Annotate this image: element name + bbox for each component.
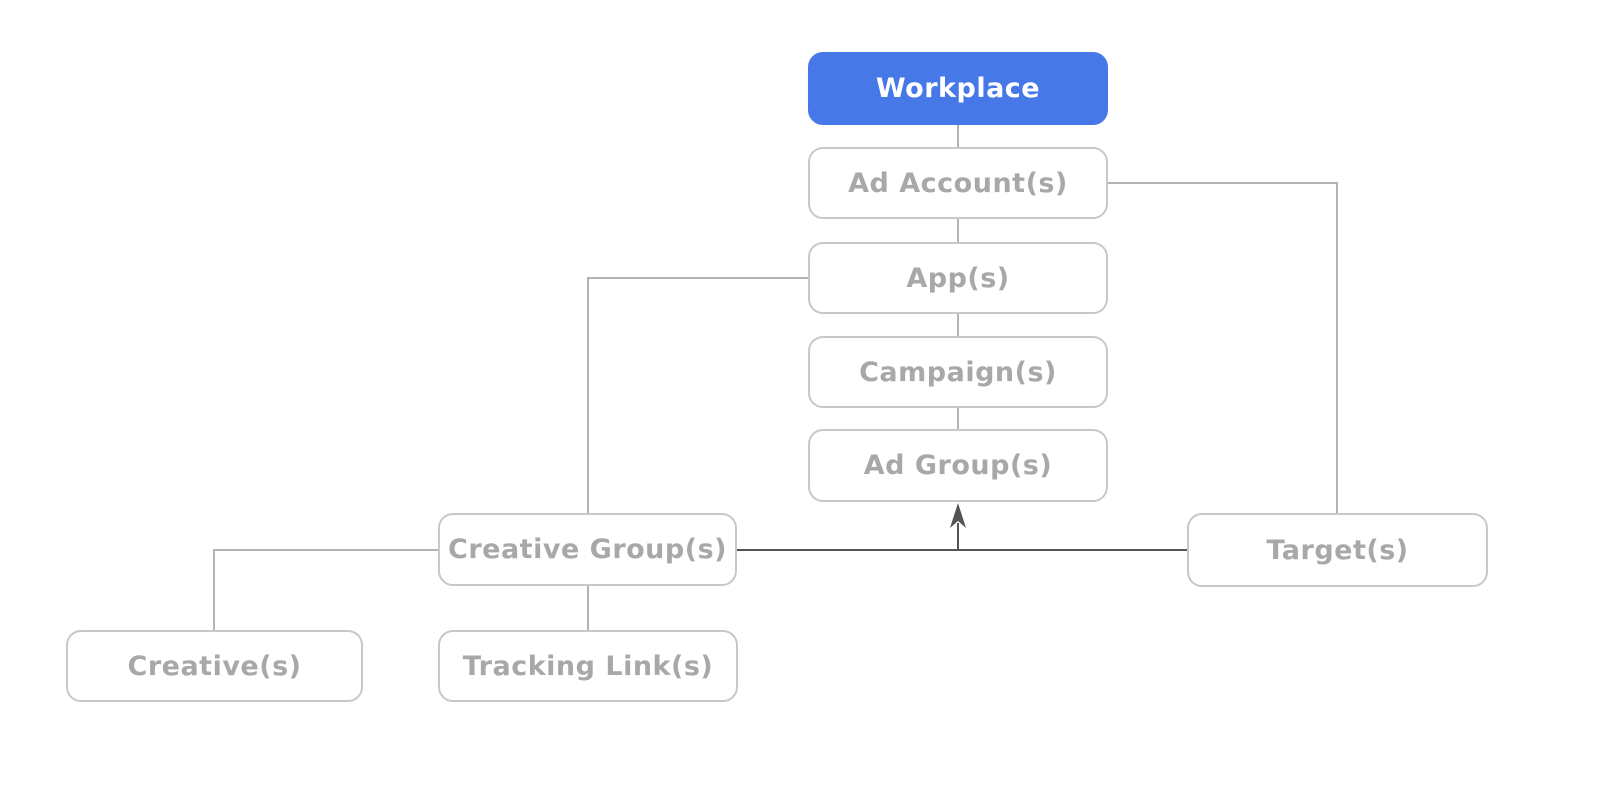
node-tracking-links[interactable]: Tracking Link(s): [438, 630, 738, 702]
edge-adaccounts-targets: [1108, 182, 1338, 513]
node-campaigns-label: Campaign(s): [859, 356, 1057, 388]
edge-apps-creativegroups: [587, 277, 808, 513]
node-campaigns[interactable]: Campaign(s): [808, 336, 1108, 408]
node-workplace[interactable]: Workplace: [808, 52, 1108, 125]
node-apps[interactable]: App(s): [808, 242, 1108, 314]
node-apps-label: App(s): [906, 262, 1010, 294]
node-creative-groups-label: Creative Group(s): [448, 534, 727, 565]
node-workplace-label: Workplace: [875, 73, 1041, 104]
node-creatives-label: Creative(s): [127, 650, 302, 682]
node-targets-label: Target(s): [1266, 534, 1409, 566]
arrowhead-to-adgroups-icon: [950, 503, 966, 528]
node-targets[interactable]: Target(s): [1187, 513, 1488, 587]
node-ad-groups-label: Ad Group(s): [863, 450, 1053, 481]
node-ad-groups[interactable]: Ad Group(s): [808, 429, 1108, 502]
node-tracking-links-label: Tracking Link(s): [462, 650, 714, 682]
node-ad-accounts[interactable]: Ad Account(s): [808, 147, 1108, 219]
node-ad-accounts-label: Ad Account(s): [848, 167, 1068, 199]
node-creative-groups[interactable]: Creative Group(s): [438, 513, 737, 586]
node-creatives[interactable]: Creative(s): [66, 630, 363, 702]
edge-creativegroups-creatives: [213, 549, 438, 630]
